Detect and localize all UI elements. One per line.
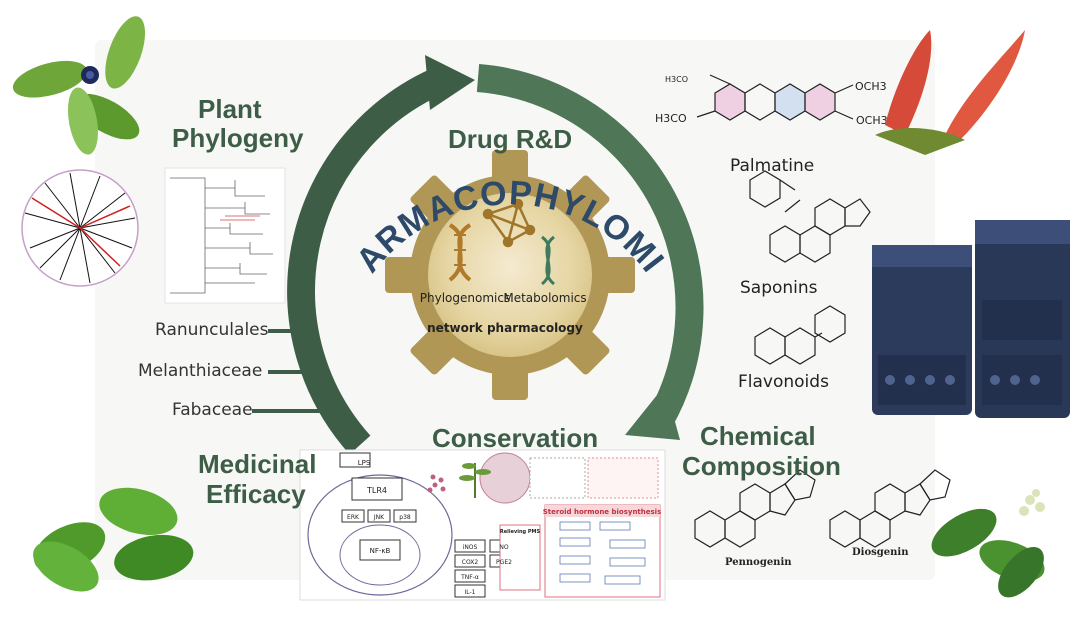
pathway-node-inos: iNOS: [463, 544, 478, 551]
circular-phylogenetic-tree: [21, 169, 139, 287]
pennogenin-structure: [694, 469, 816, 548]
palmatine-structure: [696, 74, 854, 121]
pathway-node-erk: ERK: [347, 514, 360, 521]
gear-label-metabolomics: Metabolomics: [503, 291, 586, 305]
network-icon: [482, 198, 536, 248]
pathway-node-nfkb: NF-κB: [370, 547, 391, 555]
pathway-node-p38: p38: [399, 514, 411, 521]
plant-phylogeny-line1: Plant: [198, 94, 262, 124]
signaling-pathway-figure: [299, 449, 666, 601]
gear-label-network-pharmacology: network pharmacology: [427, 321, 583, 335]
taxon-fabaceae: Fabaceae: [172, 400, 253, 420]
left-arrow-arc: [287, 65, 451, 455]
right-arrow-arc: [476, 64, 704, 427]
pathway-node-il1: IL-1: [465, 589, 476, 596]
diosgenin-structure: [829, 469, 951, 548]
palmatine-group-1: H3CO: [665, 75, 688, 84]
pennogenin-label: Pennogenin: [725, 557, 792, 568]
pathway-node-pge2: PGE2: [496, 559, 512, 566]
flowering-plant-image: [931, 489, 1045, 598]
medicinal-efficacy-line2: Efficacy: [206, 479, 306, 509]
pathway-node-tlr4: TLR4: [366, 486, 387, 495]
conservation-label: Conservation: [432, 423, 599, 453]
paris-plant-image: [12, 16, 146, 155]
taxon-melanthiaceae: Melanthiaceae: [138, 361, 263, 381]
pathway-node-lps: LPS: [358, 459, 371, 467]
left-arrow-head: [425, 55, 475, 110]
saponin-structure: [749, 170, 871, 263]
medicinal-efficacy-line1: Medicinal: [198, 449, 317, 479]
chemical-composition-line2: Composition: [682, 451, 841, 481]
pathway-heading-steroid: Steroid hormone biosynthesis: [543, 508, 662, 516]
compound-flavonoids: Flavonoids: [738, 372, 829, 392]
right-arrow-head: [625, 385, 680, 440]
palmatine-group-3: OCH3: [855, 80, 887, 93]
pathway-heading-pms: Relieving PMS: [500, 529, 541, 535]
taxon-ranunculales: Ranunculales: [155, 320, 269, 340]
diosgenin-label: Diosgenin: [852, 547, 909, 558]
flavonoid-structure: [754, 305, 846, 365]
gear: [385, 150, 635, 400]
palmatine-group-4: OCH3: [856, 114, 888, 127]
pathway-node-cox2: COX2: [462, 559, 479, 566]
medicinal-plant-leaves-image: [33, 487, 194, 592]
pathway-node-jnk: JNK: [373, 514, 385, 521]
compound-palmatine: Palmatine: [730, 156, 815, 176]
gear-label-phylogenomics: Phylogenomics: [420, 291, 510, 305]
drug-rd-label: Drug R&D: [448, 124, 573, 154]
rectangular-phylogenetic-tree: [164, 167, 286, 304]
chemical-composition-line1: Chemical: [700, 421, 816, 451]
plant-phylogeny-line2: Phylogeny: [172, 123, 304, 153]
compound-saponins: Saponins: [740, 278, 818, 298]
dna-helix-icon: [448, 223, 472, 282]
palmatine-group-2: H3CO: [655, 112, 687, 125]
cycle-arrows: [287, 55, 704, 455]
gear-center: [428, 193, 592, 357]
pathway-node-no: NO: [499, 544, 508, 551]
pathway-node-tnfa: TNF-α: [460, 574, 479, 581]
red-flower-image: [875, 30, 1025, 155]
metabolomics-helix-icon: [540, 235, 556, 286]
lc-ms-instrument-image: [872, 220, 1070, 418]
